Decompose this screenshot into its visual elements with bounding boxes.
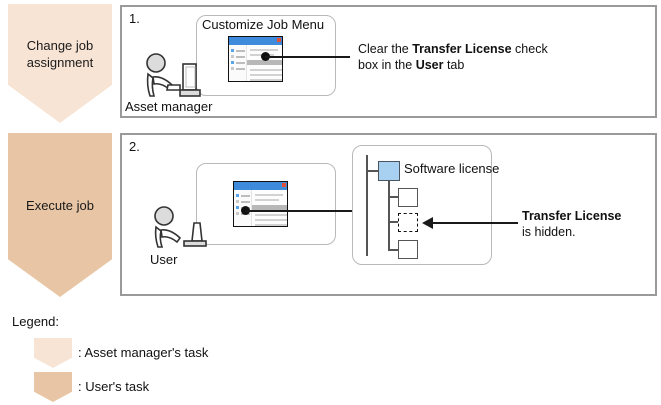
legend-swatch-asset-manager (34, 338, 72, 368)
annotation-transfer-license-hidden: Transfer License is hidden. (522, 208, 652, 240)
annot1-line1-bold: Transfer License (412, 42, 512, 56)
window-content (247, 45, 282, 81)
user-window-box (196, 163, 336, 245)
content-line (255, 199, 279, 201)
tree-link-child-1 (388, 196, 398, 198)
sidebar-bullet-icon (236, 200, 239, 203)
sidebar-bullet-icon (236, 194, 239, 197)
sidebar-line (241, 201, 250, 203)
content-highlight-row (252, 205, 287, 210)
sidebar-bullet-icon (236, 212, 239, 215)
window-titlebar (229, 37, 282, 45)
content-line (250, 49, 278, 51)
annot2-line2: is hidden. (522, 225, 576, 239)
app-window-icon-user (233, 181, 288, 227)
software-license-tree-box (352, 145, 492, 265)
asset-manager-figure-icon (146, 53, 201, 97)
step-1-number: 1. (129, 11, 140, 26)
tree-node-software-license-label: Software license (404, 161, 500, 176)
sidebar-line (236, 56, 245, 58)
user-caption: User (150, 252, 178, 267)
tree-trunk-line (366, 155, 368, 256)
content-line (255, 194, 283, 196)
content-highlight-row (247, 60, 282, 65)
customize-job-menu-title: Customize Job Menu (202, 17, 325, 32)
content-line (250, 79, 282, 81)
window-sidebar (229, 45, 247, 81)
user-figure-icon (154, 206, 207, 248)
sidebar-line (236, 50, 245, 52)
annot2-line1-bold: Transfer License (522, 209, 622, 223)
annot1-line2-post: tab (443, 58, 465, 72)
legend-swatch-user (34, 372, 72, 402)
window-close-icon (277, 38, 281, 42)
tree-link-child-2 (388, 221, 398, 223)
annotation-arrow-line (433, 222, 518, 224)
sidebar-bullet-icon (231, 67, 234, 70)
sidebar-line (236, 68, 245, 70)
legend-label-asset-manager: : Asset manager's task (78, 345, 209, 360)
app-window-icon-customize (228, 36, 283, 82)
sidebar-bullet-icon (236, 206, 239, 209)
window-close-icon (282, 183, 286, 187)
sidebar-bullet-icon (231, 61, 234, 64)
sidebar-bullet-icon (231, 49, 234, 52)
phase-banner-execute-job-label: Execute job (26, 197, 94, 213)
tree-link-root (366, 170, 378, 172)
content-line (255, 224, 287, 226)
content-line (250, 74, 282, 76)
tree-node-transfer-license-hidden[interactable] (398, 213, 418, 232)
callout-line-1 (265, 56, 350, 58)
legend-title: Legend: (12, 314, 59, 329)
annot1-line1-post: check (511, 42, 548, 56)
annot1-line2-bold: User (415, 58, 444, 72)
sidebar-bullet-icon (231, 55, 234, 58)
window-content (252, 190, 287, 226)
tree-node-visible-1[interactable] (398, 188, 418, 207)
content-line (255, 219, 287, 221)
asset-manager-caption: Asset manager (125, 99, 213, 114)
content-line (250, 69, 282, 71)
window-titlebar (234, 182, 287, 190)
tree-branch-line (388, 181, 390, 250)
tree-link-child-3 (388, 249, 398, 251)
phase-banner-execute-job: Execute job (8, 133, 112, 297)
legend-label-user: : User's task (78, 379, 150, 394)
tree-node-software-license[interactable] (378, 161, 400, 181)
content-line (255, 214, 287, 216)
callout-line-2 (245, 210, 367, 212)
annot1-line1-pre: Clear the (358, 42, 413, 56)
tree-node-visible-2[interactable] (398, 240, 418, 259)
step-2-number: 2. (129, 139, 140, 154)
annot1-line2-pre: box in the (358, 58, 416, 72)
sidebar-line (236, 62, 245, 64)
annotation-clear-transfer-license: Clear the Transfer License check box in … (358, 41, 598, 73)
annotation-arrowhead-icon (422, 217, 433, 229)
sidebar-line (241, 195, 250, 197)
